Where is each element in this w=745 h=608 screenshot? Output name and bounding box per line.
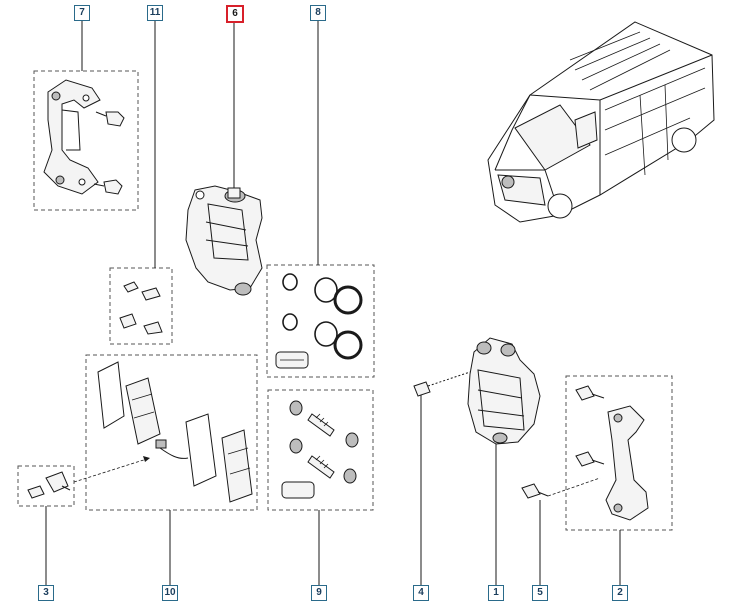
guide-pin-kit (281, 400, 359, 499)
brake-caliper-6 (185, 185, 263, 296)
callout-3[interactable]: 3 (38, 585, 54, 601)
caliper-carrier-left (43, 79, 125, 195)
seal-kit (275, 273, 363, 369)
callout-2[interactable]: 2 (612, 585, 628, 601)
callout-5[interactable]: 5 (532, 585, 548, 601)
callout-1[interactable]: 1 (488, 585, 504, 601)
bleed-screw (413, 371, 471, 397)
callout-11[interactable]: 11 (147, 5, 163, 21)
callout-7[interactable]: 7 (74, 5, 90, 21)
pad-clips (119, 281, 163, 335)
callout-4[interactable]: 4 (413, 585, 429, 601)
brake-caliper-1 (467, 337, 541, 445)
callout-10[interactable]: 10 (162, 585, 178, 601)
callout-6-selected[interactable]: 6 (226, 5, 244, 23)
van-illustration (487, 21, 715, 223)
caliper-carrier-right (575, 385, 649, 521)
bolt-5 (521, 477, 601, 499)
callout-8[interactable]: 8 (310, 5, 326, 21)
callout-9[interactable]: 9 (311, 585, 327, 601)
wear-sensor (27, 471, 71, 499)
brake-pads (97, 361, 253, 503)
